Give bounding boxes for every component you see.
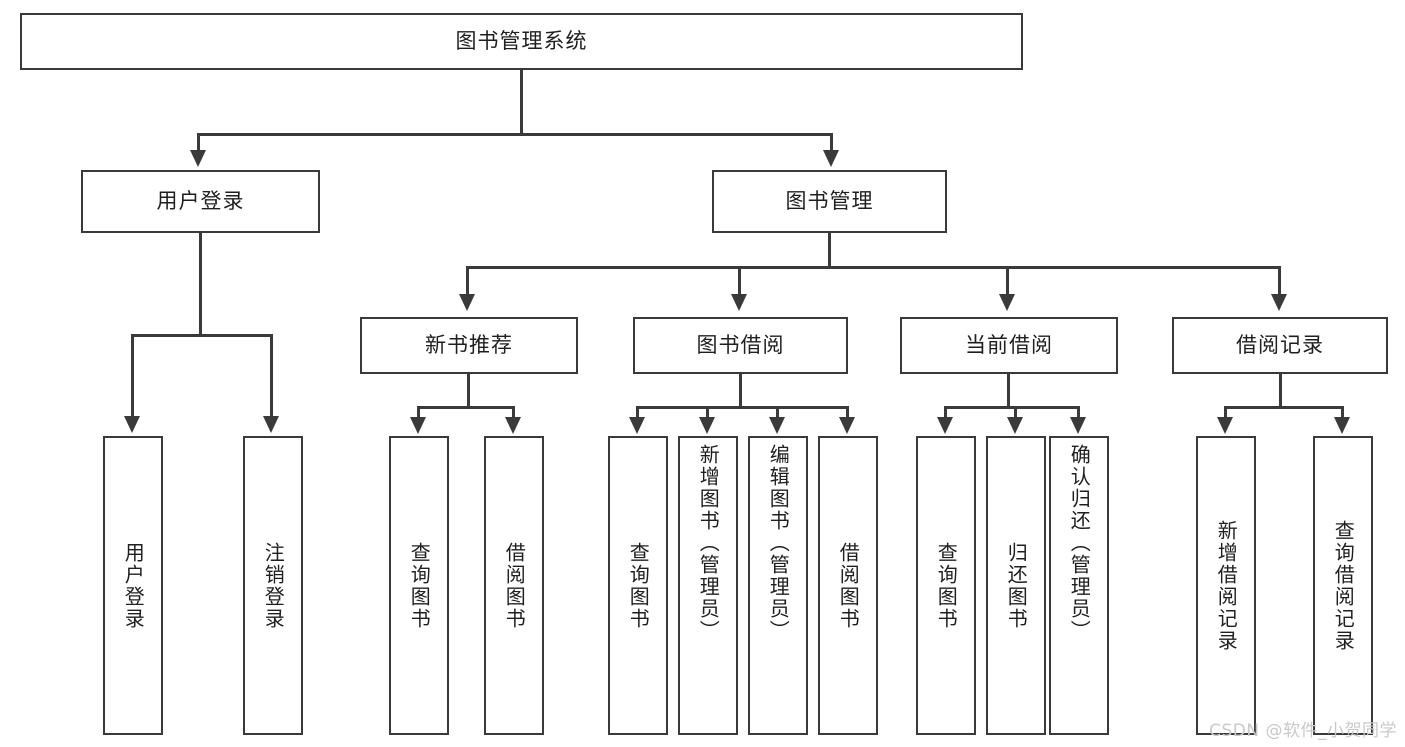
node-label: 借阅图书 — [836, 541, 861, 630]
connector-book-mgmt-drop-2 — [738, 266, 741, 297]
connector-borrow-stem — [739, 374, 742, 408]
arrow-book-mgmt-new-books — [459, 294, 475, 311]
connector-new-books-drop-2 — [512, 406, 515, 420]
connector-user-login-drop-2 — [270, 334, 273, 419]
node-book-management[interactable]: 图书管理 — [712, 170, 947, 233]
leaf-borrow-edit-book-admin[interactable]: 编辑图书（管理员） — [748, 436, 808, 735]
arrow-new-books-leaf-1 — [410, 417, 426, 434]
connector-records-drop-2 — [1341, 406, 1344, 420]
connector-current-drop-3 — [1077, 406, 1080, 420]
node-label: 当前借阅 — [965, 332, 1053, 357]
connector-borrow-drop-3 — [776, 406, 779, 420]
node-label: 新增图书（管理员） — [696, 444, 721, 642]
arrow-user-login-leaf-2 — [263, 416, 279, 433]
node-label: 确认归还（管理员） — [1067, 444, 1092, 642]
arrow-current-leaf-3 — [1070, 417, 1086, 434]
arrow-current-leaf-2 — [1007, 417, 1023, 434]
connector-user-login-bus — [131, 334, 272, 337]
connector-borrow-drop-1 — [636, 406, 639, 420]
node-label: 用户登录 — [156, 188, 245, 213]
connector-book-mgmt-bus — [466, 266, 1278, 269]
arrow-borrow-leaf-2 — [699, 417, 715, 434]
connector-root-stem — [520, 70, 523, 134]
leaf-current-confirm-return-admin[interactable]: 确认归还（管理员） — [1049, 436, 1109, 735]
connector-new-books-stem — [467, 374, 470, 408]
node-label: 查询借阅记录 — [1331, 519, 1356, 652]
node-label: 查询图书 — [934, 541, 959, 630]
arrow-root-to-book-mgmt — [823, 150, 839, 167]
node-label: 用户登录 — [121, 541, 146, 630]
csdn-watermark: CSDN @软件_小贺同学 — [1209, 721, 1397, 741]
connector-root-bus — [197, 133, 832, 136]
connector-book-mgmt-drop-4 — [1278, 266, 1281, 297]
arrow-user-login-leaf-1 — [124, 416, 140, 433]
arrow-book-mgmt-borrow — [731, 294, 747, 311]
node-label: 新书推荐 — [425, 332, 513, 357]
leaf-current-query-books[interactable]: 查询图书 — [916, 436, 976, 735]
arrow-root-to-user-login — [190, 150, 206, 167]
arrow-current-leaf-1 — [937, 417, 953, 434]
arrow-book-mgmt-current — [999, 294, 1015, 311]
arrow-borrow-leaf-1 — [629, 417, 645, 434]
arrow-new-books-leaf-2 — [505, 417, 521, 434]
node-label: 图书借阅 — [696, 332, 785, 357]
node-new-book-recommend[interactable]: 新书推荐 — [360, 317, 578, 374]
leaf-records-query-record[interactable]: 查询借阅记录 — [1313, 436, 1373, 735]
arrow-borrow-leaf-3 — [769, 417, 785, 434]
node-root-library-system[interactable]: 图书管理系统 — [20, 13, 1023, 70]
arrow-records-leaf-2 — [1334, 417, 1350, 434]
node-current-borrow[interactable]: 当前借阅 — [900, 317, 1118, 374]
arrow-records-leaf-1 — [1217, 417, 1233, 434]
connector-book-mgmt-drop-3 — [1006, 266, 1009, 297]
node-label: 图书管理系统 — [455, 28, 588, 53]
leaf-logout-login[interactable]: 注销登录 — [243, 436, 303, 735]
node-label: 查询图书 — [626, 541, 651, 630]
connector-borrow-drop-2 — [706, 406, 709, 420]
leaf-borrow-add-book-admin[interactable]: 新增图书（管理员） — [678, 436, 738, 735]
connector-borrow-drop-4 — [846, 406, 849, 420]
leaf-new-books-query-books[interactable]: 查询图书 — [389, 436, 449, 735]
connector-root-to-user-login — [197, 133, 200, 153]
node-label: 借阅图书 — [502, 541, 527, 630]
connector-records-stem — [1279, 374, 1282, 408]
connector-current-drop-1 — [944, 406, 947, 420]
node-borrow-records[interactable]: 借阅记录 — [1172, 317, 1388, 374]
node-label: 图书管理 — [785, 188, 874, 213]
connector-new-books-drop-1 — [417, 406, 420, 420]
leaf-borrow-query-books[interactable]: 查询图书 — [608, 436, 668, 735]
node-label: 借阅记录 — [1236, 332, 1324, 357]
node-label: 注销登录 — [261, 541, 286, 630]
node-label: 查询图书 — [407, 541, 432, 630]
arrow-borrow-leaf-4 — [839, 417, 855, 434]
node-user-login[interactable]: 用户登录 — [81, 170, 320, 233]
connector-new-books-bus — [417, 406, 515, 409]
connector-user-login-stem — [199, 233, 202, 336]
node-label: 新增借阅记录 — [1214, 519, 1239, 652]
connector-borrow-bus — [636, 406, 848, 409]
leaf-user-login[interactable]: 用户登录 — [103, 436, 163, 735]
connector-user-login-drop-1 — [131, 334, 134, 419]
connector-records-bus — [1224, 406, 1344, 409]
connector-current-stem — [1007, 374, 1010, 408]
connector-current-drop-2 — [1014, 406, 1017, 420]
connector-book-mgmt-stem — [828, 233, 831, 268]
connector-current-bus — [944, 406, 1079, 409]
node-book-borrow[interactable]: 图书借阅 — [633, 317, 848, 374]
node-label: 归还图书 — [1004, 541, 1029, 630]
node-label: 编辑图书（管理员） — [766, 444, 791, 642]
connector-root-to-book-mgmt — [830, 133, 833, 153]
connector-book-mgmt-drop-1 — [466, 266, 469, 297]
arrow-book-mgmt-records — [1271, 294, 1287, 311]
leaf-borrow-borrow-books[interactable]: 借阅图书 — [818, 436, 878, 735]
connector-records-drop-1 — [1224, 406, 1227, 420]
leaf-new-books-borrow-books[interactable]: 借阅图书 — [484, 436, 544, 735]
leaf-current-return-books[interactable]: 归还图书 — [986, 436, 1046, 735]
leaf-records-add-record[interactable]: 新增借阅记录 — [1196, 436, 1256, 735]
